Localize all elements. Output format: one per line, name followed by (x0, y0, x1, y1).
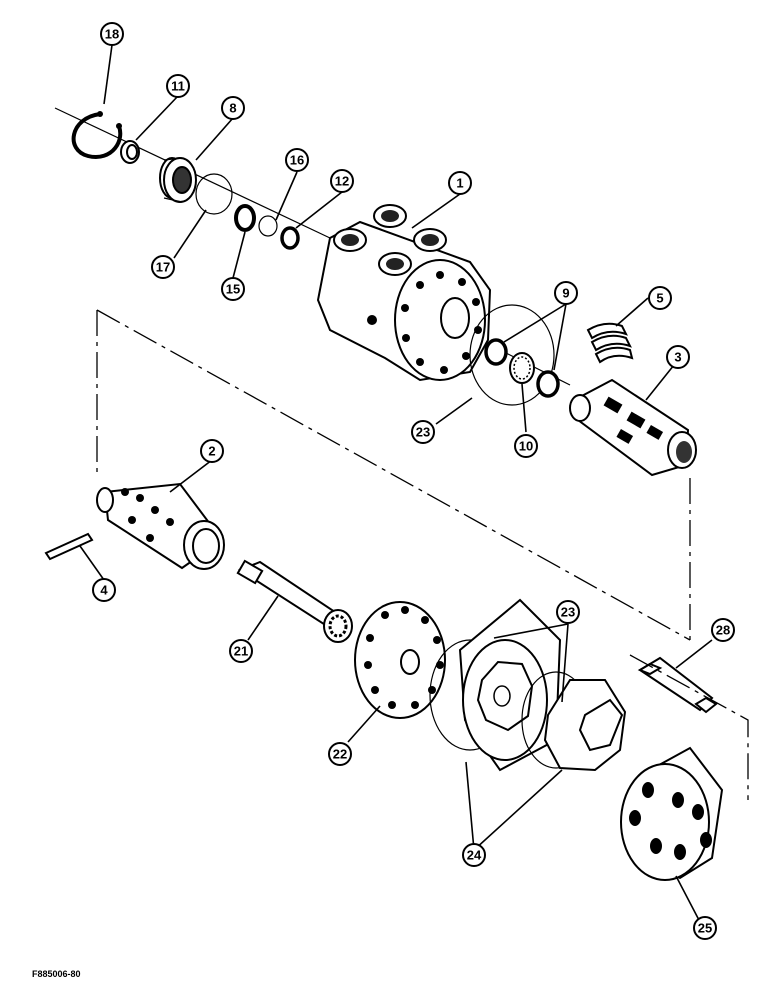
callout-23-upper: 23 (411, 420, 435, 444)
part-sleeve (96, 482, 225, 570)
part-ring-16 (258, 215, 278, 237)
callout-28: 28 (711, 618, 735, 642)
part-bearing-race (484, 338, 560, 398)
callout-8: 8 (221, 96, 245, 120)
svg-text:3: 3 (674, 350, 681, 365)
svg-text:5: 5 (656, 291, 663, 306)
part-pin (44, 532, 94, 561)
callout-16: 16 (285, 148, 309, 172)
callout-4: 4 (92, 578, 116, 602)
callout-21: 21 (229, 639, 253, 663)
callout-24: 24 (462, 843, 486, 867)
svg-text:8: 8 (229, 101, 236, 116)
svg-text:17: 17 (156, 260, 170, 275)
part-spool-sleeve (569, 378, 697, 477)
callout-18: 18 (100, 22, 124, 46)
alignment-line-diagonal (96, 309, 691, 641)
callout-22: 22 (328, 742, 352, 766)
callout-23-lower: 23 (556, 600, 580, 624)
svg-text:18: 18 (105, 27, 119, 42)
callout-1: 1 (448, 171, 472, 195)
svg-text:21: 21 (234, 644, 248, 659)
svg-text:11: 11 (171, 79, 185, 94)
part-thrust-bearing (509, 352, 535, 384)
svg-text:23: 23 (416, 425, 430, 440)
leader-lines (79, 44, 713, 923)
svg-text:15: 15 (226, 282, 240, 297)
part-drive-shaft (236, 559, 353, 643)
part-snap-ring (71, 111, 123, 159)
callout-9: 9 (554, 281, 578, 305)
part-gland-bushing (159, 157, 197, 203)
part-gerotor-star (543, 679, 627, 772)
svg-text:1: 1 (456, 176, 463, 191)
alignment-line-bolt (629, 654, 749, 800)
part-seal-small (120, 140, 140, 164)
part-washer-12 (280, 226, 300, 250)
callout-3: 3 (666, 345, 690, 369)
callout-5: 5 (648, 286, 672, 310)
svg-text:16: 16 (290, 153, 304, 168)
svg-text:9: 9 (562, 286, 569, 301)
svg-text:2: 2 (208, 444, 215, 459)
part-housing (316, 204, 492, 382)
part-seal-15 (234, 204, 256, 232)
part-spacer-plate (354, 601, 446, 719)
svg-text:12: 12 (335, 174, 349, 189)
figure-code: F885006-80 (32, 969, 81, 979)
callout-12: 12 (330, 169, 354, 193)
part-o-ring-17 (195, 173, 233, 215)
svg-text:22: 22 (333, 747, 347, 762)
callout-15: 15 (221, 277, 245, 301)
part-centering-springs (586, 322, 634, 364)
callout-17: 17 (151, 255, 175, 279)
part-gerotor-set (458, 598, 562, 772)
part-seal-ring-upper (469, 304, 555, 406)
part-end-cap (620, 746, 724, 881)
svg-text:24: 24 (467, 848, 482, 863)
callout-10: 10 (514, 434, 538, 458)
callout-11: 11 (166, 74, 190, 98)
svg-text:28: 28 (716, 623, 730, 638)
svg-text:23: 23 (561, 605, 575, 620)
callout-25: 25 (693, 916, 717, 940)
svg-text:10: 10 (519, 439, 533, 454)
svg-text:25: 25 (698, 921, 712, 936)
callout-2: 2 (200, 439, 224, 463)
svg-text:4: 4 (100, 583, 108, 598)
